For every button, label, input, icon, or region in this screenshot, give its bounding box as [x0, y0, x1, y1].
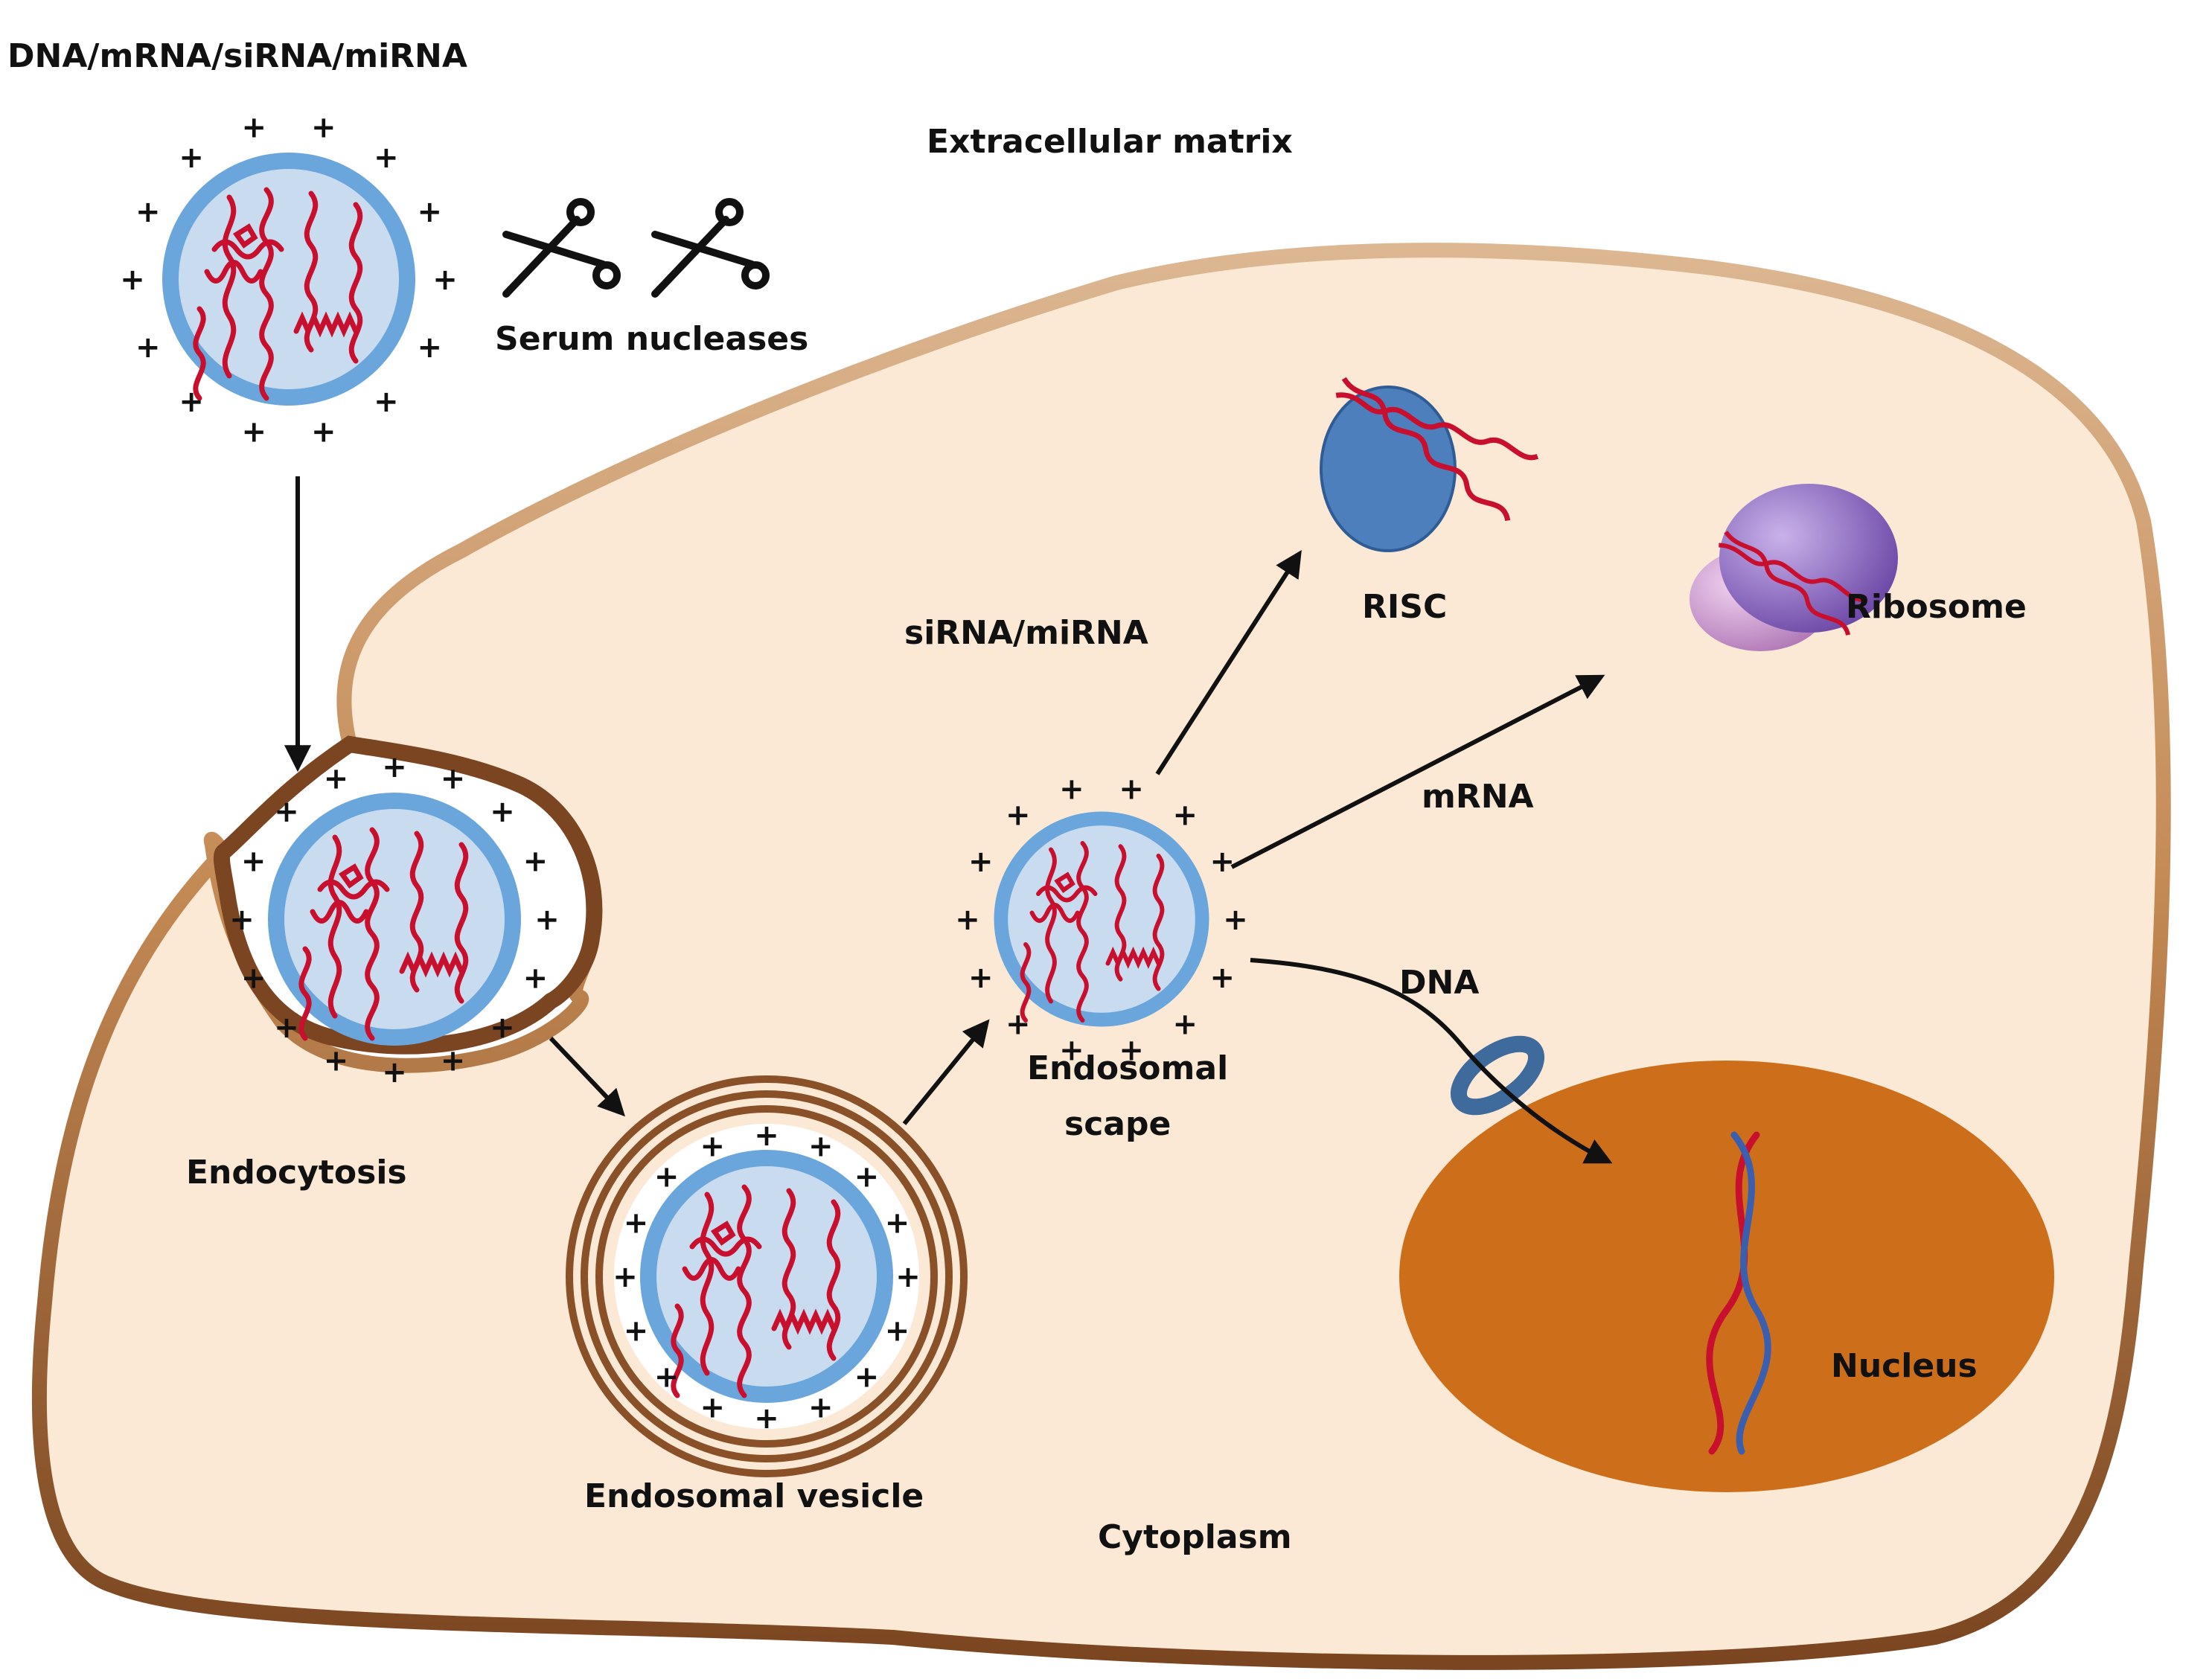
- dna-helix-icon: [1706, 1131, 1771, 1455]
- charge-symbol: +: [374, 141, 399, 175]
- charge-symbol: +: [374, 385, 399, 419]
- charge-symbol: +: [324, 762, 349, 796]
- charge-symbol: +: [382, 750, 407, 784]
- nanoparticle-escaped: [994, 812, 1209, 1027]
- charge-symbol: +: [613, 1260, 638, 1294]
- charge-symbol: +: [968, 845, 994, 879]
- nucleus-label: Nucleus: [1831, 1347, 1978, 1385]
- charge-symbol: +: [1119, 773, 1144, 807]
- charge-symbol: +: [382, 1055, 407, 1090]
- nanoparticle-free: [162, 153, 415, 406]
- charge-symbol: +: [1209, 845, 1235, 879]
- nucleases-label: Serum nucleases: [495, 320, 808, 358]
- arrow-escape: [902, 1019, 990, 1125]
- charge-symbol: +: [895, 1260, 921, 1294]
- charge-symbol: +: [241, 845, 266, 879]
- positive-charges: + + + + + + + + + + + + + + + + + + + + + + + + + + + + + + + + + + + + + + + +…: [120, 110, 1248, 1436]
- scissors-icon: [651, 198, 770, 298]
- charge-symbol: +: [885, 1314, 910, 1349]
- charge-symbol: +: [624, 1206, 649, 1240]
- charge-symbol: +: [417, 195, 442, 229]
- charge-symbol: +: [179, 385, 204, 419]
- charge-symbol: +: [242, 415, 267, 450]
- arrow-to-ribosome: [1230, 674, 1605, 869]
- charge-symbol: +: [808, 1130, 834, 1164]
- charge-symbol: +: [441, 762, 466, 796]
- charge-symbol: +: [490, 795, 515, 829]
- charge-symbol: +: [1223, 903, 1248, 937]
- charge-symbol: +: [311, 415, 336, 450]
- dna-label: DNA: [1399, 964, 1479, 1002]
- charge-symbol: +: [854, 1160, 880, 1195]
- charge-symbol: +: [432, 263, 458, 297]
- charge-symbol: +: [885, 1206, 910, 1240]
- charge-symbol: +: [1119, 1034, 1144, 1068]
- charge-symbol: +: [324, 1043, 349, 1078]
- charge-symbol: +: [523, 962, 549, 996]
- charge-symbol: +: [135, 330, 161, 365]
- charge-symbol: +: [274, 1011, 299, 1045]
- nanoparticle-endocytosis: [268, 793, 521, 1046]
- risc-label: RISC: [1362, 588, 1447, 626]
- charge-symbol: +: [1006, 1008, 1031, 1042]
- arrow-to-risc: [1155, 549, 1302, 775]
- extracellular-label: Extracellular matrix: [927, 123, 1293, 161]
- charge-symbol: +: [654, 1360, 680, 1394]
- charge-symbol: +: [523, 845, 549, 879]
- cargo-label: DNA/mRNA/siRNA/miRNA: [7, 37, 467, 75]
- charge-symbol: +: [311, 110, 336, 144]
- arrow-to-vesicle: [549, 1036, 625, 1117]
- charge-symbol: +: [135, 195, 161, 229]
- ribosome-icon: [1690, 484, 1898, 651]
- risc-rna-icon: [1335, 377, 1539, 522]
- arrow-to-nucleus: [1250, 958, 1613, 1164]
- charge-symbol: +: [624, 1314, 649, 1349]
- charge-symbol: +: [1006, 798, 1031, 832]
- charge-symbol: +: [120, 263, 145, 297]
- charge-symbol: +: [1209, 961, 1235, 995]
- charge-symbol: +: [441, 1043, 466, 1078]
- charge-symbol: +: [274, 795, 299, 829]
- charge-symbol: +: [417, 330, 442, 365]
- cytoplasm-label: Cytoplasm: [1098, 1518, 1292, 1556]
- charge-symbol: +: [808, 1391, 834, 1425]
- escape-label-1: Endosomal: [1027, 1049, 1228, 1087]
- charge-symbol: +: [1059, 1034, 1084, 1068]
- charge-symbol: +: [1059, 773, 1084, 807]
- charge-symbol: +: [854, 1360, 880, 1394]
- charge-symbol: +: [179, 141, 204, 175]
- charge-symbol: +: [534, 903, 560, 937]
- scissors-icon: [502, 198, 621, 298]
- charge-symbol: +: [654, 1160, 680, 1195]
- pathway-arrows: [284, 476, 1613, 1164]
- sirna-label: siRNA/miRNA: [904, 614, 1148, 652]
- charge-symbol: +: [229, 903, 255, 937]
- charge-symbol: +: [968, 961, 994, 995]
- charge-symbol: +: [955, 903, 980, 937]
- charge-symbol: +: [242, 110, 267, 144]
- vesicle-label: Endosomal vesicle: [584, 1477, 924, 1515]
- endocytosis-label: Endocytosis: [186, 1154, 407, 1192]
- escape-label-2: scape: [1064, 1105, 1171, 1143]
- mrna-label: mRNA: [1422, 778, 1534, 816]
- nucleus: [1399, 1061, 2054, 1492]
- charge-symbol: +: [1172, 1008, 1198, 1042]
- ribosome-label: Ribosome: [1846, 588, 2027, 626]
- charge-symbol: +: [1172, 798, 1198, 832]
- charge-symbol: +: [490, 1011, 515, 1045]
- charge-symbol: +: [700, 1391, 726, 1425]
- charge-symbol: +: [700, 1130, 726, 1164]
- charge-symbol: +: [241, 962, 266, 996]
- charge-symbol: +: [754, 1119, 779, 1153]
- charge-symbol: +: [754, 1401, 779, 1436]
